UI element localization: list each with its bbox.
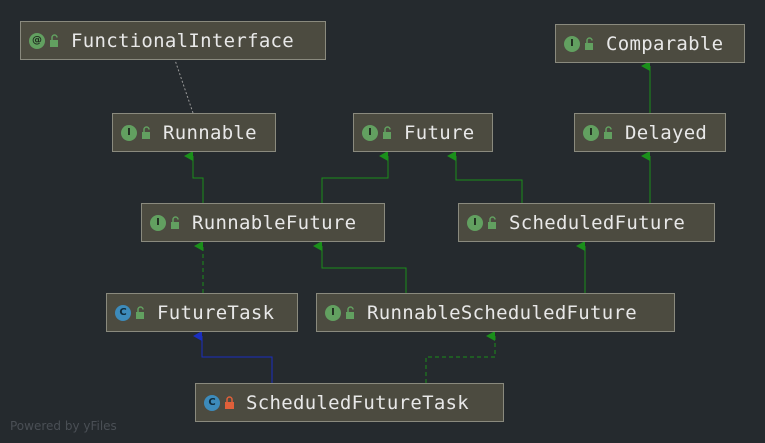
- lock-open-icon: [604, 125, 612, 139]
- footer-credit: Powered by yFiles: [10, 419, 117, 433]
- edge-sft-futuretask: [193, 331, 273, 383]
- edge-runnablefuture-runnable: [184, 151, 204, 203]
- interface-icon: I: [325, 304, 341, 321]
- node-label: Delayed: [625, 121, 708, 144]
- node-label: FunctionalInterface: [71, 29, 295, 52]
- node-runnable-future[interactable]: I RunnableFuture: [141, 203, 385, 242]
- node-runnable-scheduled-future[interactable]: I RunnableScheduledFuture: [316, 293, 675, 332]
- class-icon: C: [204, 394, 220, 411]
- lock-open-icon: [488, 215, 496, 229]
- node-label: RunnableFuture: [192, 211, 357, 234]
- lock-open-icon: [383, 125, 391, 139]
- node-future[interactable]: I Future: [353, 113, 493, 152]
- node-runnable[interactable]: I Runnable: [112, 113, 276, 152]
- node-label: Future: [404, 121, 475, 144]
- interface-icon: I: [362, 124, 378, 141]
- edge-rsf-runnablefuture: [313, 241, 407, 293]
- lock-open-icon: [142, 125, 150, 139]
- lock-open-icon: [136, 305, 144, 319]
- edge-scheduledfuture-future: [447, 151, 523, 203]
- node-delayed[interactable]: I Delayed: [574, 113, 726, 152]
- interface-icon: I: [150, 214, 166, 231]
- interface-icon: I: [583, 124, 599, 141]
- interface-icon: I: [564, 35, 580, 52]
- lock-closed-icon: [225, 395, 234, 409]
- node-label: RunnableScheduledFuture: [367, 301, 637, 324]
- interface-icon: I: [467, 214, 483, 231]
- node-label: Runnable: [163, 121, 257, 144]
- node-label: Comparable: [606, 32, 724, 55]
- node-functional-interface[interactable]: @ FunctionalInterface: [20, 21, 326, 60]
- lock-open-icon: [171, 215, 179, 229]
- node-label: ScheduledFuture: [509, 211, 686, 234]
- node-scheduled-future[interactable]: I ScheduledFuture: [458, 203, 715, 242]
- node-label: ScheduledFutureTask: [246, 391, 470, 414]
- interface-icon: I: [121, 124, 137, 141]
- edge-runnablefuture-future: [321, 151, 389, 203]
- node-scheduled-future-task[interactable]: C ScheduledFutureTask: [195, 383, 504, 422]
- edge-runnable-functionalinterface: [174, 59, 194, 114]
- lock-open-icon: [346, 305, 354, 319]
- node-future-task[interactable]: C FutureTask: [106, 293, 298, 332]
- class-icon: C: [115, 304, 131, 321]
- node-comparable[interactable]: I Comparable: [555, 24, 745, 63]
- annotation-icon: @: [29, 32, 45, 49]
- node-label: FutureTask: [157, 301, 275, 324]
- edge-sft-rsf: [425, 331, 496, 383]
- lock-open-icon: [50, 33, 58, 47]
- lock-open-icon: [585, 36, 593, 50]
